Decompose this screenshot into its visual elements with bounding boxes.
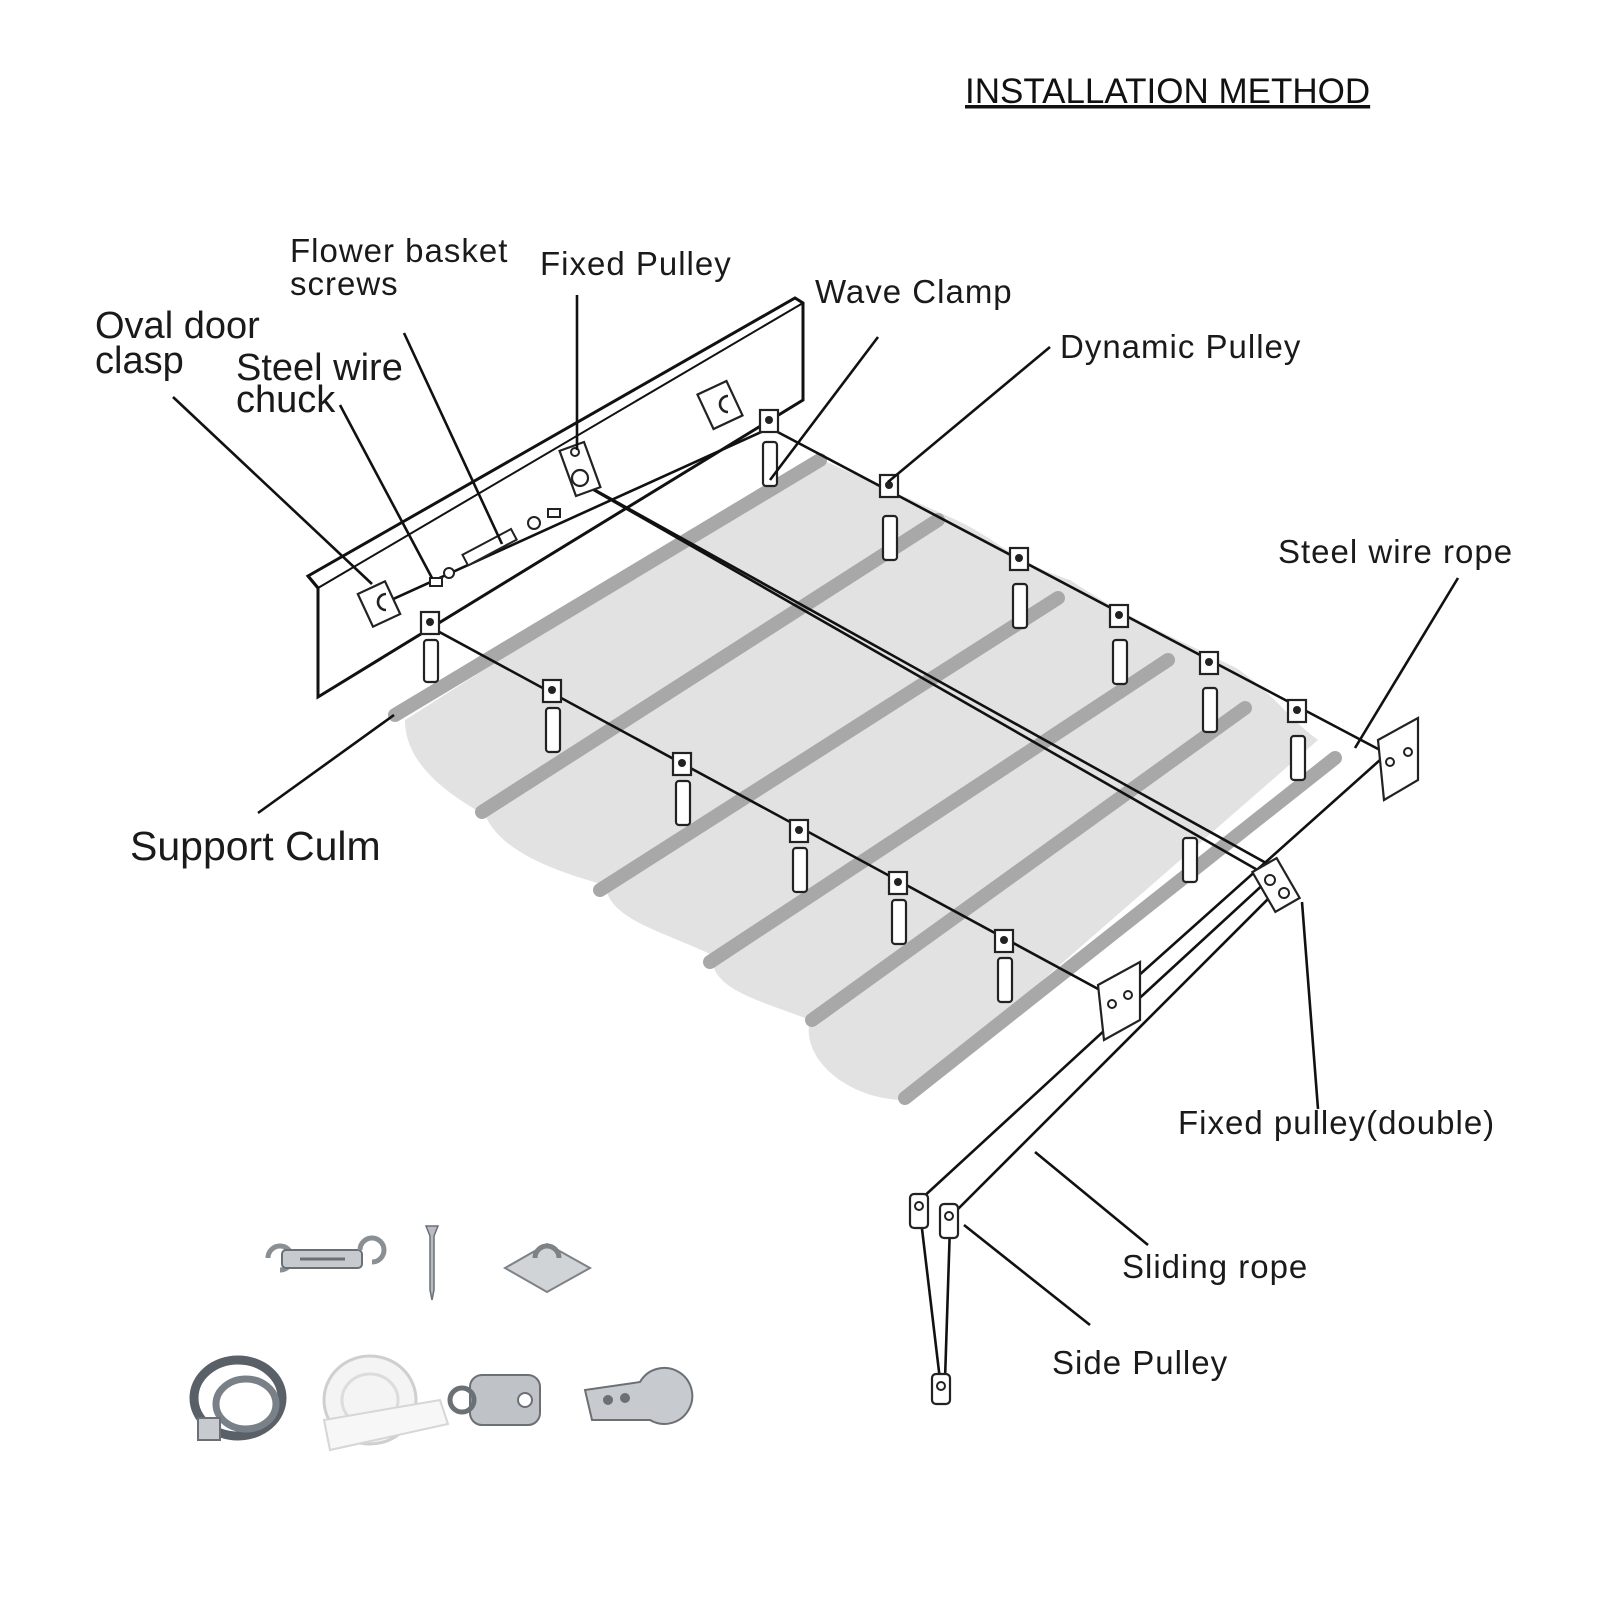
wall-board: [305, 296, 805, 700]
wave-clamp: [674, 779, 692, 827]
wire-rope-coil-icon: [189, 1355, 287, 1441]
pulley-icon: [447, 1374, 541, 1426]
fabric-roll-icon: [322, 1354, 450, 1452]
accessories: [189, 1225, 694, 1452]
support-culm: [593, 591, 1065, 897]
dynamic-pulley: [541, 678, 563, 704]
back-edge-rope: [1099, 759, 1381, 1011]
screw-icon: [424, 1225, 440, 1301]
turnbuckle-icon: [265, 1235, 387, 1273]
sliding-rope-lines: [918, 879, 1283, 1381]
steel-wire-rope-back: [769, 426, 1381, 752]
dynamic-pulley: [887, 870, 909, 896]
wave-clamp: [422, 638, 440, 684]
steel-wire-rope-label: Steel wire rope: [1278, 533, 1513, 570]
pad-eye-plate-icon: [502, 1242, 593, 1294]
steel-wire-chuck-label: Steel wire chuck: [236, 347, 413, 421]
support-culms: [388, 453, 1342, 1105]
support-culm: [898, 751, 1342, 1105]
dynamic-pulley: [993, 928, 1015, 954]
dynamic-pulley: [758, 408, 780, 434]
wave-clamp: [1201, 686, 1219, 734]
sliding-rope-track: [584, 483, 1269, 878]
pipe-clamp-icon: [583, 1366, 694, 1425]
support-culm: [805, 701, 1252, 1027]
wave-clamp: [1111, 638, 1129, 686]
wave-clamp: [890, 898, 908, 946]
wave-clamp: [544, 706, 562, 754]
back-rope-pulleys: [758, 408, 1308, 884]
anchor-plate-front: [1096, 960, 1142, 1042]
dynamic-pulley-label: Dynamic Pulley: [1060, 328, 1301, 365]
dynamic-pulley: [1108, 603, 1130, 629]
anchor-plate-back: [1376, 716, 1420, 802]
fixed-pulley-double-label: Fixed pulley(double): [1178, 1104, 1495, 1141]
flower-basket-screws-label: Flower basket screws: [290, 232, 519, 302]
oval-door-clasp-label: Oval door clasp: [95, 305, 270, 382]
dynamic-pulley: [419, 610, 441, 636]
dynamic-pulley: [671, 751, 693, 777]
fixed-pulley-label: Fixed Pulley: [540, 245, 732, 282]
wave-clamp: [791, 846, 809, 894]
support-culm-label: Support Culm: [130, 823, 381, 869]
steel-wire-chuck: [429, 508, 561, 587]
wave-clamp-label: Wave Clamp: [815, 273, 1013, 310]
oval-door-clasp-2: [696, 379, 744, 431]
labels: Oval door clasp Steel wire chuck Flower …: [95, 232, 1513, 1381]
wave-clamp: [1289, 734, 1307, 782]
wave-clamp: [1011, 582, 1029, 630]
wave-clamp: [1181, 836, 1199, 884]
support-culm: [703, 653, 1175, 969]
fixed-pulley-double: [1250, 856, 1302, 914]
dynamic-pulley: [878, 473, 900, 499]
side-pulley-label: Side Pulley: [1052, 1344, 1228, 1381]
front-rope-pulleys: [419, 610, 1015, 1004]
dynamic-pulley: [788, 818, 810, 844]
dynamic-pulley: [1286, 698, 1308, 724]
sliding-rope-track-2: [594, 488, 1276, 870]
dynamic-pulley: [1008, 546, 1030, 572]
side-pulley: [908, 1192, 960, 1406]
leader-lines: [172, 295, 1460, 1327]
page-title: INSTALLATION METHOD: [965, 72, 1370, 111]
support-culm: [475, 513, 945, 819]
canopy-fabric: [405, 458, 1318, 1100]
wave-clamp: [881, 514, 899, 562]
dynamic-pulley: [1198, 650, 1220, 676]
oval-door-clasp: [356, 579, 402, 629]
flower-basket-screw: [443, 516, 541, 579]
support-culm: [388, 453, 827, 722]
wave-clamp: [996, 956, 1014, 1004]
sliding-rope-label: Sliding rope: [1122, 1248, 1308, 1285]
